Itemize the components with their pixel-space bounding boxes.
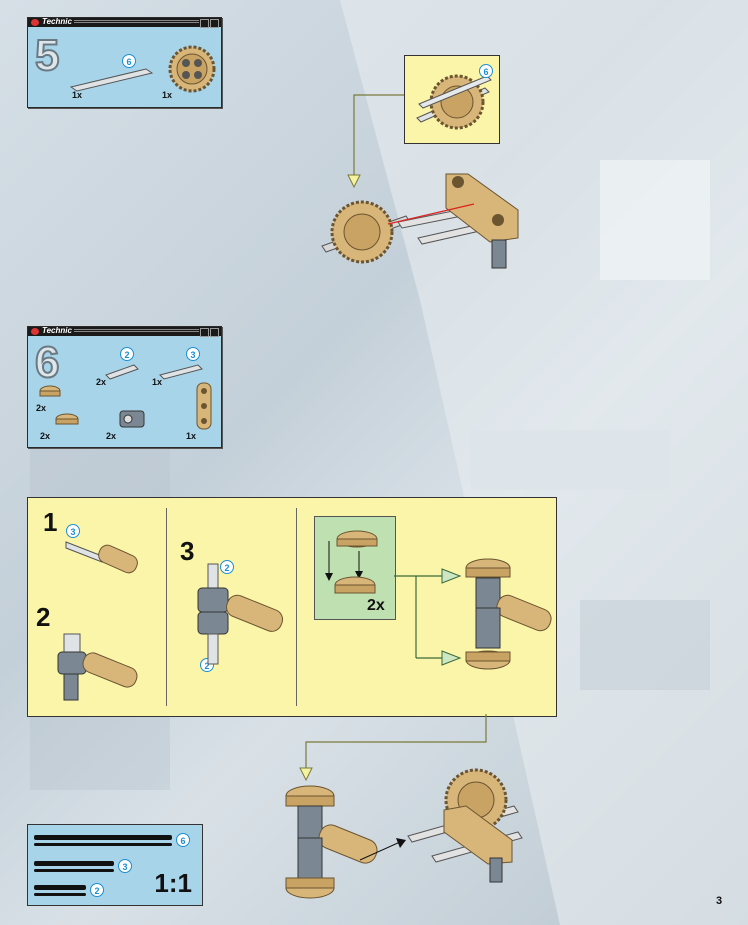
substep-1-model [62,536,142,586]
axle-3-gauge [34,861,114,866]
substeps-panel: 1 3 2 3 2 2 2x [27,497,557,717]
substep-3-model [188,560,288,676]
close-icon [200,19,209,28]
axle-3-icon [158,361,208,381]
step6-axle3-badge: 3 [186,347,200,361]
titlebar-stripe [74,20,199,23]
assembly-join-arrow [360,836,410,866]
axle-length-guide: 6 3 2 1:1 [27,824,203,906]
step6-axle2-badge: 2 [120,347,134,361]
subassembly-callout-gear: 6 [404,55,500,144]
step5-model [318,168,538,278]
substep-green-callout: 2x [314,516,396,620]
step5-panel: Technic 5 6 1x 1x [27,17,222,108]
gear-24-icon [167,44,217,94]
scale-label: 1:1 [154,868,192,899]
step6-axle2-qty: 2x [96,377,106,387]
axle-6-icon [68,63,158,93]
step5-gear-qty: 1x [162,90,172,100]
substep-divider-1 [166,508,167,706]
beam-3-icon [193,381,217,431]
step5-titlebar: Technic [28,18,221,27]
green-callout-qty: 2x [367,597,385,615]
guide-badge-2: 2 [90,883,104,897]
substep-2-model [52,630,142,706]
final-gear-assembly [404,766,524,886]
step5-number: 5 [35,34,59,78]
axle-6-gauge [34,835,172,840]
step5-axle-badge: 6 [122,54,136,68]
callout-axle-badge: 6 [479,64,493,78]
step5-axle-qty: 1x [72,90,82,100]
titlebar-stripe [74,329,199,332]
axle-2-gauge [34,885,86,890]
close-icon [200,328,209,337]
resize-icon [210,328,219,337]
step6-number: 6 [35,341,59,385]
round-tile-icon [54,413,80,429]
brand-logo-icon [31,19,39,26]
step5-brand: Technic [42,17,72,26]
axle-3-gauge-shadow [34,869,114,872]
substep-2-number: 2 [36,604,50,630]
substep-arrows [394,574,464,664]
guide-badge-6: 6 [176,833,190,847]
step6-block-qty: 2x [106,431,116,441]
resize-icon [210,19,219,28]
step6-beam-qty: 1x [186,431,196,441]
axle-2-icon [104,361,144,381]
cross-block-icon [116,407,152,431]
step6-panel: Technic 6 2 2x 3 1x 2x 2x 2x 1x [27,326,222,448]
step6-tile-qty: 2x [40,431,50,441]
page-number: 3 [716,895,722,907]
substep-divider-2 [296,508,297,706]
round-plate-icon [38,385,62,401]
step6-plate-qty: 2x [36,403,46,413]
step6-axle3-qty: 1x [152,377,162,387]
brand-logo-icon [31,328,39,335]
step6-titlebar: Technic [28,327,221,336]
substep-1-number: 1 [43,509,57,535]
step6-brand: Technic [42,326,72,335]
axle-6-gauge-shadow [34,843,172,846]
guide-badge-3: 3 [118,859,132,873]
substep-result-model [456,556,556,680]
axle-2-gauge-shadow [34,893,86,896]
tile-on-plate-icon [323,527,387,601]
